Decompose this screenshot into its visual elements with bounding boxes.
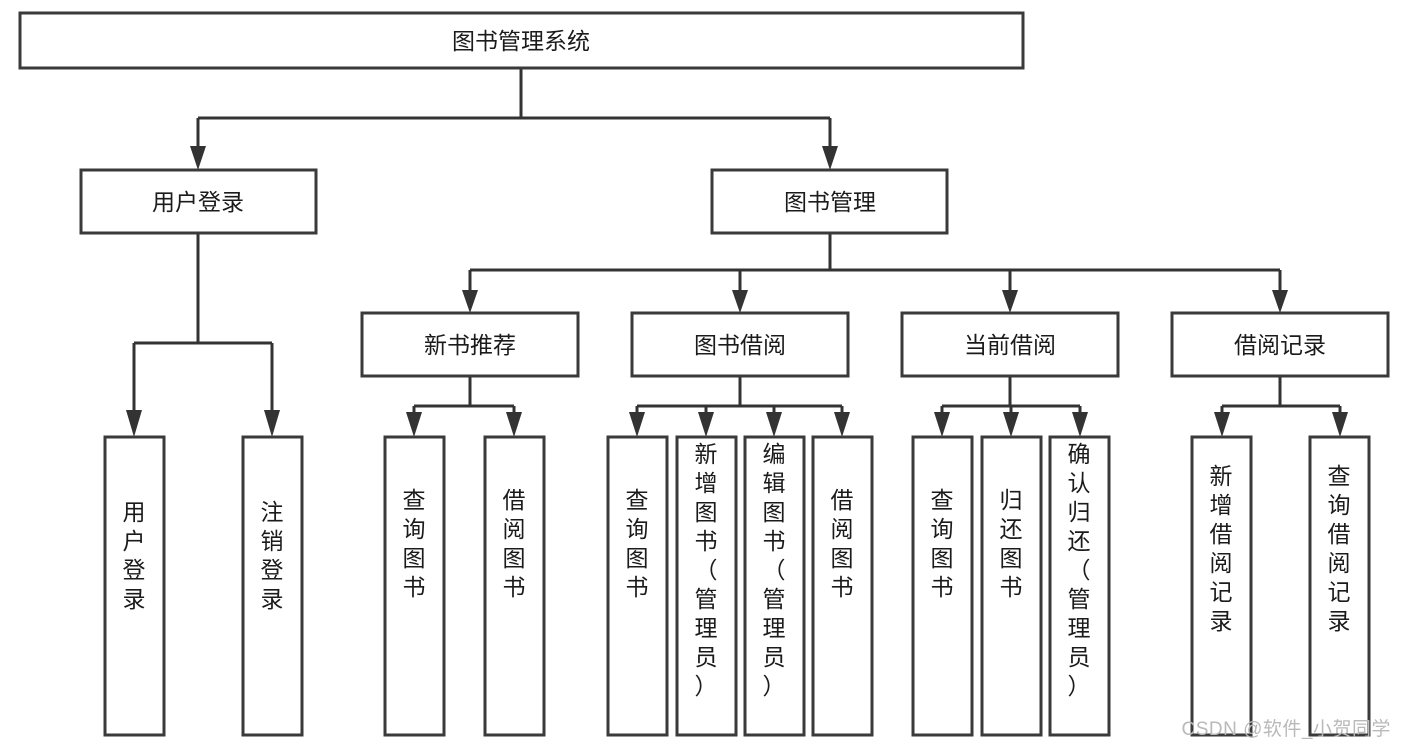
node-new-book-recommend-label: 新书推荐 [424, 332, 516, 358]
arrow-to-book-borrow-icon [732, 290, 748, 313]
node-user-login[interactable]: 用户登录 [79, 168, 318, 235]
arrow-bookborrow-leaf-2-icon [698, 412, 714, 437]
leaf-newbook-query-label: 查询图书 [403, 487, 426, 600]
leaf-newbook-query-box [383, 435, 446, 737]
leaf-currentborrow-query-label: 查询图书 [931, 487, 954, 600]
arrow-currentborrow-leaf-2-icon [1003, 412, 1019, 437]
node-book-management-box [710, 168, 949, 235]
arrow-bookborrow-leaf-3-icon [766, 412, 782, 437]
leaf-node[interactable]: 新增图书（管理员） [675, 435, 738, 737]
arrow-bookborrow-leaf-1-icon [629, 412, 645, 437]
leaf-currentborrow-query-box [911, 435, 974, 737]
leaf-user-login-box [103, 435, 166, 737]
connector-group-book-borrow [629, 376, 850, 437]
leaf-user-login-label: 用户登录 [123, 499, 146, 612]
leaf-borrowrecord-query-label: 查询借阅记录 [1328, 463, 1351, 634]
arrow-newbook-leaf-2-icon [506, 412, 522, 437]
arrow-currentborrow-leaf-3-icon [1072, 412, 1088, 437]
node-borrow-record-box [1170, 311, 1390, 378]
arrow-root-to-book-mgmt-icon [822, 146, 838, 170]
leaf-node[interactable]: 查询借阅记录 [1308, 435, 1371, 737]
leaf-node[interactable]: 借阅图书 [811, 435, 874, 737]
node-borrow-record-label: 借阅记录 [1234, 332, 1326, 358]
node-book-borrow-label: 图书借阅 [694, 332, 786, 358]
node-book-management[interactable]: 图书管理 [710, 168, 949, 235]
node-new-book-recommend[interactable]: 新书推荐 [360, 311, 580, 378]
leaf-logout-label: 注销登录 [261, 499, 284, 612]
leaf-bookborrow-borrow-box [811, 435, 874, 737]
node-borrow-record[interactable]: 借阅记录 [1170, 311, 1390, 378]
node-current-borrow[interactable]: 当前借阅 [900, 311, 1120, 378]
leaf-node[interactable]: 用户登录 [103, 435, 166, 737]
leaf-currentborrow-confirm-label: 确认归还（管理员） [1068, 441, 1091, 699]
connector-group-root [190, 68, 838, 170]
leaf-node[interactable]: 查询图书 [606, 435, 669, 737]
node-current-borrow-box [900, 311, 1120, 378]
leaf-newbook-borrow-box [483, 435, 546, 737]
connector-group-borrow-record [1214, 376, 1348, 437]
arrow-currentborrow-leaf-1-icon [934, 412, 950, 437]
arrow-root-to-user-login-icon [190, 146, 206, 170]
arrow-newbook-leaf-1-icon [406, 412, 422, 437]
leaf-bookborrow-edit-label: 编辑图书（管理员） [763, 441, 786, 699]
arrow-userlogin-leaf-1-icon [126, 410, 142, 437]
node-root-label: 图书管理系统 [452, 28, 590, 54]
leaf-currentborrow-return-label: 归还图书 [1000, 487, 1023, 600]
arrow-borrowrecord-leaf-2-icon [1332, 412, 1348, 437]
connector-group-new-book [406, 376, 522, 437]
arrow-to-new-book-icon [462, 290, 478, 313]
leaf-logout-box [241, 435, 304, 737]
connector-group-user-login [126, 233, 280, 437]
leaf-node[interactable]: 查询图书 [383, 435, 446, 737]
node-book-borrow-box [630, 311, 850, 378]
connector-group-current-borrow [934, 376, 1088, 437]
leaf-bookborrow-edit-box [743, 435, 806, 737]
leaf-node[interactable]: 注销登录 [241, 435, 304, 737]
leaf-borrowrecord-add-label: 新增借阅记录 [1210, 463, 1233, 634]
connector-group-book-mgmt [462, 233, 1288, 313]
node-root-box [18, 11, 1025, 70]
node-new-book-recommend-box [360, 311, 580, 378]
node-user-login-label: 用户登录 [152, 189, 244, 215]
leaf-borrowrecord-query-box [1308, 435, 1371, 737]
leaf-borrowrecord-add-box [1190, 435, 1253, 737]
leaf-node[interactable]: 借阅图书 [483, 435, 546, 737]
node-user-login-box [79, 168, 318, 235]
arrow-bookborrow-leaf-4-icon [834, 412, 850, 437]
node-root[interactable]: 图书管理系统 [18, 11, 1025, 70]
node-book-borrow[interactable]: 图书借阅 [630, 311, 850, 378]
leaf-newbook-borrow-label: 借阅图书 [503, 487, 526, 600]
leaf-bookborrow-add-label: 新增图书（管理员） [695, 441, 718, 699]
arrow-to-borrow-record-icon [1272, 290, 1288, 313]
arrow-userlogin-leaf-2-icon [264, 410, 280, 437]
leaf-bookborrow-borrow-label: 借阅图书 [831, 487, 854, 600]
leaf-node[interactable]: 新增借阅记录 [1190, 435, 1253, 737]
leaf-currentborrow-return-box [980, 435, 1043, 737]
leaf-bookborrow-add-box [675, 435, 738, 737]
node-book-management-label: 图书管理 [784, 189, 876, 215]
leaf-bookborrow-query-box [606, 435, 669, 737]
node-current-borrow-label: 当前借阅 [964, 332, 1056, 358]
leaf-node[interactable]: 确认归还（管理员） [1048, 435, 1111, 737]
leaf-node[interactable]: 查询图书 [911, 435, 974, 737]
leaf-node[interactable]: 归还图书 [980, 435, 1043, 737]
arrow-borrowrecord-leaf-1-icon [1214, 412, 1230, 437]
leaf-bookborrow-query-label: 查询图书 [626, 487, 649, 600]
leaf-node[interactable]: 编辑图书（管理员） [743, 435, 806, 737]
leaf-currentborrow-confirm-box [1048, 435, 1111, 737]
arrow-to-current-borrow-icon [1002, 290, 1018, 313]
